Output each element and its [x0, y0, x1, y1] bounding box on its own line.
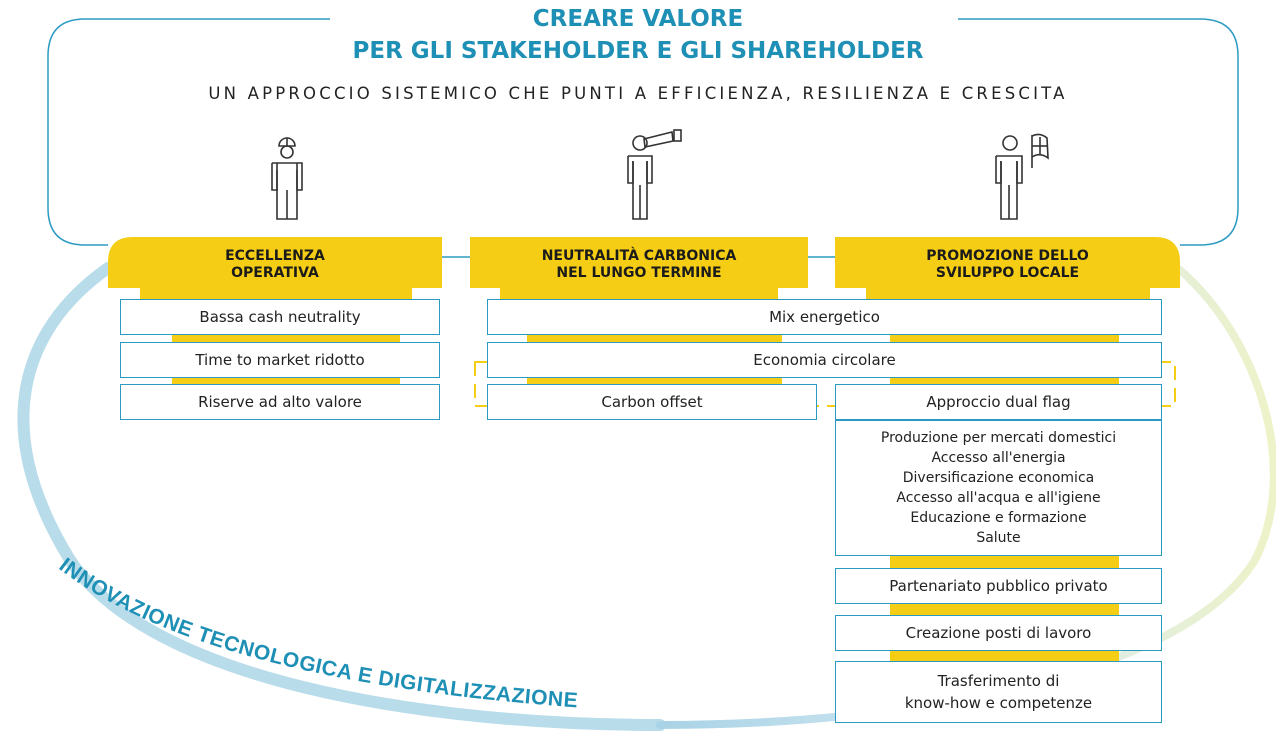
pillar-header-line: SVILUPPO LOCALE — [935, 265, 1080, 281]
worker-helmet-icon — [271, 137, 303, 220]
list-item: Produzione per mercati domestici — [880, 430, 1117, 446]
list-item: Accesso all'energia — [931, 450, 1066, 466]
dashed-highlight — [474, 361, 1176, 407]
box-trasferimento: Trasferimento di know-how e competenze — [835, 661, 1162, 723]
box-dual-flag: Approccio dual flag — [835, 384, 1162, 420]
dual-label: Approccio dual flag — [920, 393, 1077, 411]
box-economia-circolare: Economia circolare — [487, 342, 1162, 378]
box-mix-energetico: Mix energetico — [487, 299, 1162, 335]
pillar-header-sviluppo: PROMOZIONE DELLO SVILUPPO LOCALE — [835, 245, 1180, 285]
pillar-header-operativa: ECCELLENZA OPERATIVA — [108, 245, 442, 285]
box-time-to-market: Time to market ridotto — [120, 342, 440, 378]
title-line-1: CREARE VALORE — [532, 6, 744, 32]
pillar-head-shape-1 — [108, 237, 442, 299]
pillar-header-neutralita: NEUTRALITÀ CARBONICA NEL LUNGO TERMINE — [470, 245, 808, 285]
pillar-header-line: OPERATIVA — [231, 265, 319, 281]
carbon-label: Carbon offset — [595, 393, 709, 411]
pillar-header-line: NEL LUNGO TERMINE — [556, 265, 722, 281]
transfer-line: Trasferimento di — [937, 672, 1060, 690]
box-posti-lavoro: Creazione posti di lavoro — [835, 615, 1162, 651]
list-item: Accesso all'acqua e all'igiene — [896, 490, 1101, 506]
transfer-line: know-how e competenze — [904, 694, 1093, 712]
pillar-head-shape-3 — [835, 237, 1180, 299]
person-telescope-icon — [627, 129, 682, 220]
list-item: Educazione e formazione — [910, 510, 1087, 526]
person-flag-icon — [995, 133, 1049, 220]
list-item: Salute — [976, 530, 1021, 546]
innovation-arc — [17, 262, 666, 731]
header-frame — [47, 18, 1239, 246]
pillar-header-line: NEUTRALITÀ CARBONICA — [541, 248, 737, 264]
box-riserve: Riserve ad alto valore — [120, 384, 440, 420]
local-development-list: Produzione per mercati domestici Accesso… — [835, 420, 1162, 556]
pillar-head-shape-2 — [470, 237, 808, 299]
list-item: Diversificazione economica — [902, 470, 1095, 486]
pillar-header-line: PROMOZIONE DELLO — [926, 248, 1089, 264]
box-partenariato: Partenariato pubblico privato — [835, 568, 1162, 604]
subtitle: UN APPROCCIO SISTEMICO CHE PUNTI A EFFIC… — [208, 84, 1068, 103]
economia-label: Economia circolare — [749, 351, 900, 369]
title-line-2: PER GLI STAKEHOLDER E GLI SHAREHOLDER — [352, 38, 924, 64]
box-carbon-offset: Carbon offset — [487, 384, 817, 420]
box-bassa-cash: Bassa cash neutrality — [120, 299, 440, 335]
pillar-header-line: ECCELLENZA — [225, 248, 325, 264]
